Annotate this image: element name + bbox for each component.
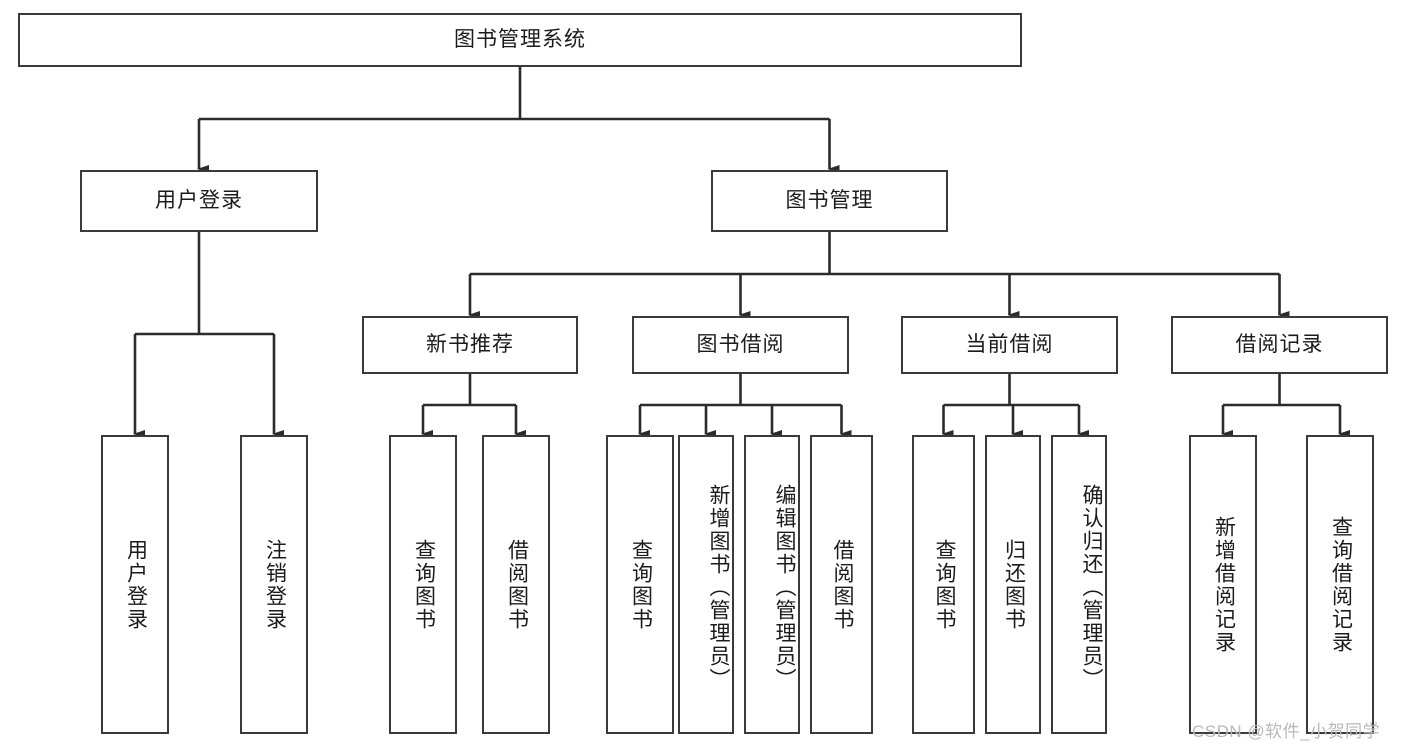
- csdn-watermark: CSDN @软件_小贺同学: [1192, 722, 1381, 741]
- node-new-book-recommend[interactable]: 新书推荐: [362, 316, 578, 374]
- node-leaf-user-login-label: 用户登录: [124, 538, 148, 631]
- node-leaf-confirm-return-label: 确认归还（管理员）: [1080, 484, 1103, 691]
- node-borrow-records[interactable]: 借阅记录: [1171, 316, 1388, 374]
- node-leaf-query-book-3-label: 查询图书: [932, 538, 956, 631]
- node-leaf-add-book-admin[interactable]: 新增图书（管理员）: [678, 435, 734, 734]
- node-user-login-label: 用户登录: [155, 189, 243, 213]
- node-leaf-query-borrow-record-label: 查询借阅记录: [1329, 515, 1353, 654]
- node-book-borrow-label: 图书借阅: [696, 333, 785, 357]
- node-new-book-recommend-label: 新书推荐: [426, 333, 514, 357]
- node-leaf-query-book-2[interactable]: 查询图书: [606, 435, 674, 734]
- node-leaf-user-login[interactable]: 用户登录: [101, 435, 169, 734]
- node-leaf-add-borrow-record[interactable]: 新增借阅记录: [1189, 435, 1257, 734]
- node-book-manage-label: 图书管理: [785, 189, 874, 213]
- node-current-borrow[interactable]: 当前借阅: [901, 316, 1118, 374]
- node-leaf-borrow-book-1[interactable]: 借阅图书: [482, 435, 550, 734]
- node-leaf-query-book-2-label: 查询图书: [629, 538, 653, 631]
- node-leaf-confirm-return[interactable]: 确认归还（管理员）: [1051, 435, 1107, 734]
- node-leaf-add-borrow-record-label: 新增借阅记录: [1212, 515, 1236, 654]
- node-root[interactable]: 图书管理系统: [18, 13, 1022, 67]
- node-leaf-borrow-book-1-label: 借阅图书: [505, 538, 529, 631]
- node-leaf-query-book-1[interactable]: 查询图书: [389, 435, 457, 734]
- node-leaf-return-book[interactable]: 归还图书: [985, 435, 1041, 734]
- node-current-borrow-label: 当前借阅: [965, 333, 1054, 357]
- node-leaf-add-book-admin-label: 新增图书（管理员）: [707, 484, 730, 691]
- node-leaf-user-logout[interactable]: 注销登录: [240, 435, 308, 734]
- node-leaf-borrow-book-2-label: 借阅图书: [830, 538, 854, 631]
- node-user-login[interactable]: 用户登录: [80, 170, 318, 232]
- node-leaf-borrow-book-2[interactable]: 借阅图书: [810, 435, 873, 734]
- node-book-borrow[interactable]: 图书借阅: [632, 316, 849, 374]
- node-leaf-query-book-1-label: 查询图书: [412, 538, 436, 631]
- node-leaf-edit-book-admin[interactable]: 编辑图书（管理员）: [744, 435, 800, 734]
- node-leaf-user-logout-label: 注销登录: [263, 538, 287, 631]
- node-root-label: 图书管理系统: [454, 28, 586, 52]
- edges-group: [133, 67, 1350, 439]
- node-leaf-edit-book-admin-label: 编辑图书（管理员）: [773, 484, 796, 691]
- node-leaf-query-borrow-record[interactable]: 查询借阅记录: [1306, 435, 1374, 734]
- node-leaf-query-book-3[interactable]: 查询图书: [912, 435, 975, 734]
- node-leaf-return-book-label: 归还图书: [1002, 538, 1026, 631]
- node-book-manage[interactable]: 图书管理: [711, 170, 948, 232]
- node-borrow-records-label: 借阅记录: [1235, 333, 1324, 357]
